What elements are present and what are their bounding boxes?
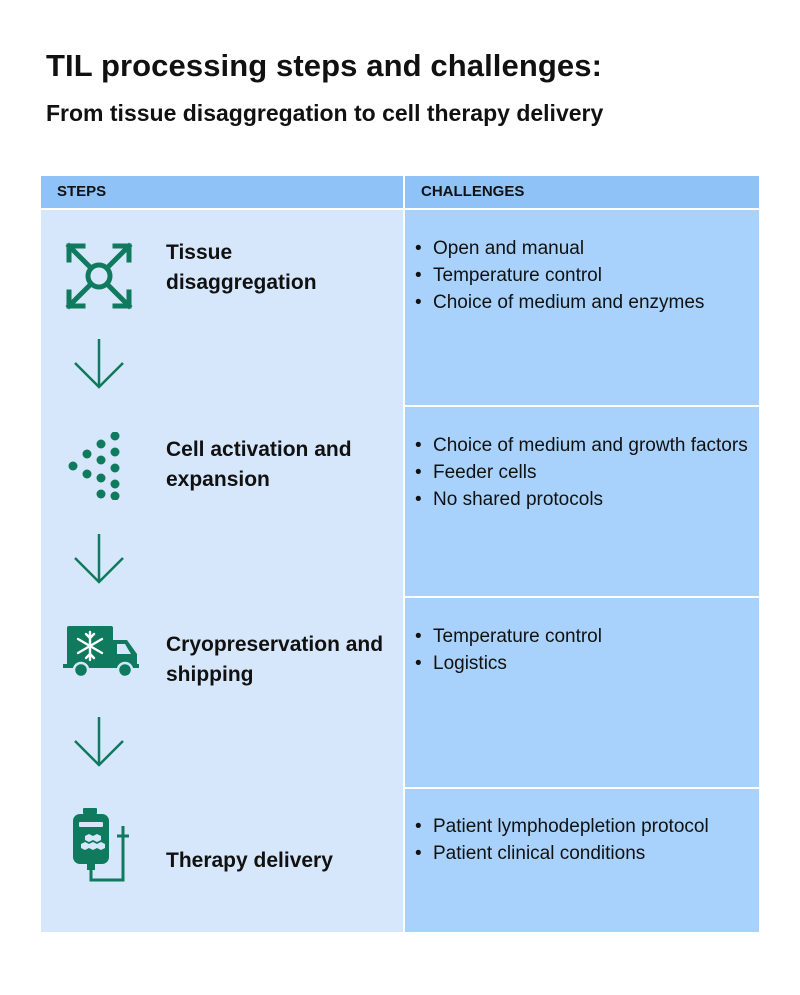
down-arrow-icon	[74, 717, 124, 767]
step-label-therapy-delivery: Therapy delivery	[166, 849, 333, 872]
challenge-item: Patient clinical conditions	[415, 840, 753, 867]
steps-column: Tissue disaggregation	[41, 210, 403, 932]
challenges-cell-cryopreservation: Temperature control Logistics	[405, 598, 759, 787]
challenge-item: Choice of medium and growth factors	[415, 432, 753, 459]
page-subtitle: From tissue disaggregation to cell thera…	[46, 100, 604, 126]
challenges-header: CHALLENGES	[405, 176, 759, 208]
steps-header: STEPS	[41, 176, 403, 208]
challenge-item: Choice of medium and enzymes	[415, 289, 753, 316]
down-arrow-icon	[74, 339, 124, 389]
refrigerated-truck-icon	[63, 626, 139, 679]
infusion-bag-icon	[73, 808, 129, 882]
challenges-cell-cell-activation: Choice of medium and growth factors Feed…	[405, 407, 759, 596]
challenge-item: Feeder cells	[415, 459, 753, 486]
challenge-item: Logistics	[415, 650, 753, 677]
step-label-cell-activation: Cell activation and expansion	[166, 438, 352, 491]
process-table: STEPS CHALLENGES Tissue disaggregation	[41, 176, 759, 932]
step-label-cryopreservation: Cryopreservation and shipping	[166, 633, 384, 686]
down-arrow-icon	[74, 534, 124, 584]
page-title: TIL processing steps and challenges:	[46, 48, 603, 83]
challenge-item: Temperature control	[415, 262, 753, 289]
challenge-item: Patient lymphodepletion protocol	[415, 813, 753, 840]
challenge-item: Temperature control	[415, 623, 753, 650]
dots-spread-icon	[68, 432, 120, 500]
challenges-cell-therapy-delivery: Patient lymphodepletion protocol Patient…	[405, 789, 759, 932]
expand-arrows-icon	[65, 242, 133, 310]
challenge-item: Open and manual	[415, 235, 753, 262]
step-label-tissue-disaggregation: Tissue disaggregation	[166, 241, 317, 294]
challenge-item: No shared protocols	[415, 486, 753, 513]
challenges-cell-tissue-disaggregation: Open and manual Temperature control Choi…	[405, 210, 759, 405]
